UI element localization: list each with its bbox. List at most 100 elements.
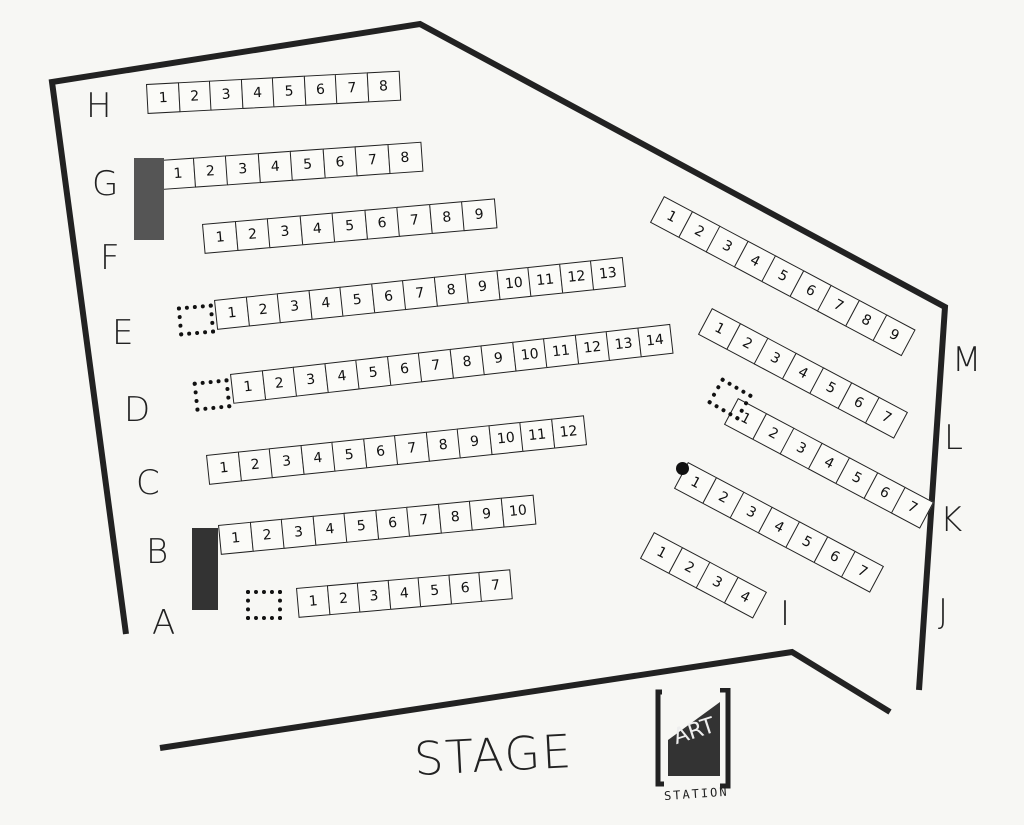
seat-e-7[interactable]: 7	[401, 276, 438, 311]
row-label-g: G	[92, 164, 119, 204]
seat-d-8[interactable]: 8	[449, 345, 486, 379]
seat-d-4[interactable]: 4	[323, 359, 361, 394]
seat-d-6[interactable]: 6	[386, 352, 423, 386]
seat-e-6[interactable]: 6	[370, 280, 407, 314]
seat-f-3[interactable]: 3	[266, 215, 304, 249]
seat-b-5[interactable]: 5	[343, 509, 380, 543]
seat-d-2[interactable]: 2	[261, 366, 298, 401]
seat-e-2[interactable]: 2	[245, 293, 282, 327]
seat-a-7[interactable]: 7	[478, 569, 513, 602]
row-label-c: C	[136, 463, 160, 503]
seat-c-12[interactable]: 12	[550, 415, 587, 449]
seat-c-3[interactable]: 3	[268, 444, 305, 479]
seat-e-10[interactable]: 10	[495, 266, 532, 301]
seat-h-1[interactable]: 1	[146, 82, 181, 114]
seat-e-12[interactable]: 12	[558, 260, 595, 294]
row-label-f: F	[100, 238, 120, 278]
seat-f-1[interactable]: 1	[202, 221, 239, 254]
seat-b-4[interactable]: 4	[312, 512, 348, 546]
row-label-e: E	[112, 313, 134, 353]
seat-d-7[interactable]: 7	[417, 348, 454, 383]
seat-d-9[interactable]: 9	[480, 341, 517, 376]
seat-h-7[interactable]: 7	[334, 72, 370, 105]
seat-g-4[interactable]: 4	[257, 150, 294, 184]
seat-c-10[interactable]: 10	[487, 421, 524, 456]
seat-h-3[interactable]: 3	[208, 78, 244, 111]
row-label-d: D	[124, 390, 151, 430]
seat-c-11[interactable]: 11	[519, 418, 556, 452]
seat-d-3[interactable]: 3	[292, 363, 329, 397]
stage-edge	[159, 648, 892, 751]
seat-g-2[interactable]: 2	[192, 155, 229, 188]
pillar-b	[192, 528, 218, 610]
seat-a-6[interactable]: 6	[447, 571, 483, 605]
seat-b-8[interactable]: 8	[437, 500, 474, 534]
seat-e-13[interactable]: 13	[589, 257, 626, 291]
seat-g-5[interactable]: 5	[289, 148, 326, 181]
seat-d-14[interactable]: 14	[636, 323, 674, 358]
seat-e-9[interactable]: 9	[464, 270, 501, 304]
seat-g-3[interactable]: 3	[224, 153, 261, 186]
wheelchair-space-e	[176, 303, 216, 337]
seat-h-6[interactable]: 6	[303, 74, 338, 106]
seat-a-4[interactable]: 4	[387, 577, 422, 610]
seat-d-5[interactable]: 5	[355, 356, 392, 390]
seat-e-5[interactable]: 5	[339, 283, 376, 317]
seat-h-2[interactable]: 2	[177, 80, 212, 113]
seat-b-1[interactable]: 1	[218, 521, 254, 555]
seat-e-11[interactable]: 11	[527, 263, 564, 297]
seat-d-11[interactable]: 11	[542, 334, 580, 369]
seat-b-9[interactable]: 9	[468, 497, 505, 531]
seat-g-1[interactable]: 1	[160, 157, 197, 190]
seat-d-10[interactable]: 10	[511, 338, 548, 372]
seat-c-2[interactable]: 2	[237, 448, 274, 482]
seat-h-8[interactable]: 8	[366, 70, 401, 103]
seat-e-1[interactable]: 1	[214, 296, 250, 330]
seat-c-7[interactable]: 7	[393, 431, 430, 466]
row-label-b: B	[146, 532, 169, 572]
art-station-logo: ART STATION	[655, 688, 731, 800]
seat-f-5[interactable]: 5	[331, 209, 368, 243]
seat-c-9[interactable]: 9	[456, 425, 493, 459]
seat-c-1[interactable]: 1	[206, 451, 242, 485]
row-label-m: M	[952, 340, 982, 380]
seat-g-8[interactable]: 8	[386, 141, 423, 175]
seat-c-6[interactable]: 6	[362, 435, 399, 469]
seat-b-7[interactable]: 7	[406, 503, 442, 537]
seat-e-4[interactable]: 4	[307, 286, 344, 320]
row-label-h: H	[86, 86, 112, 126]
seat-a-1[interactable]: 1	[296, 585, 331, 618]
marker-dot-k	[676, 462, 689, 475]
row-label-l: L	[944, 418, 963, 458]
seat-f-2[interactable]: 2	[234, 218, 271, 252]
seat-a-2[interactable]: 2	[326, 582, 361, 616]
seat-c-4[interactable]: 4	[299, 441, 336, 475]
venue-wall-left-top	[48, 20, 949, 691]
seat-b-3[interactable]: 3	[280, 515, 317, 549]
svg-text:STATION: STATION	[664, 785, 729, 800]
seat-e-8[interactable]: 8	[433, 273, 470, 307]
seat-f-8[interactable]: 8	[428, 201, 466, 235]
pillar-g	[134, 158, 164, 240]
seat-b-2[interactable]: 2	[249, 518, 286, 552]
seat-h-4[interactable]: 4	[240, 77, 275, 110]
seat-e-3[interactable]: 3	[276, 289, 313, 324]
seat-f-4[interactable]: 4	[299, 212, 336, 246]
seat-a-5[interactable]: 5	[417, 574, 453, 608]
seat-c-8[interactable]: 8	[425, 428, 462, 462]
seat-d-1[interactable]: 1	[230, 370, 267, 404]
seat-d-12[interactable]: 12	[574, 331, 611, 365]
seat-b-10[interactable]: 10	[500, 494, 536, 528]
seat-a-3[interactable]: 3	[356, 579, 392, 613]
seat-f-9[interactable]: 9	[461, 198, 498, 232]
seat-h-5[interactable]: 5	[271, 75, 307, 108]
seat-c-5[interactable]: 5	[331, 438, 368, 472]
seat-g-6[interactable]: 6	[322, 146, 359, 179]
seat-d-13[interactable]: 13	[605, 327, 642, 362]
seat-f-6[interactable]: 6	[363, 206, 401, 240]
seat-b-6[interactable]: 6	[374, 506, 411, 540]
seat-g-7[interactable]: 7	[354, 144, 391, 177]
seat-f-7[interactable]: 7	[396, 204, 433, 237]
row-label-k: K	[940, 500, 963, 540]
